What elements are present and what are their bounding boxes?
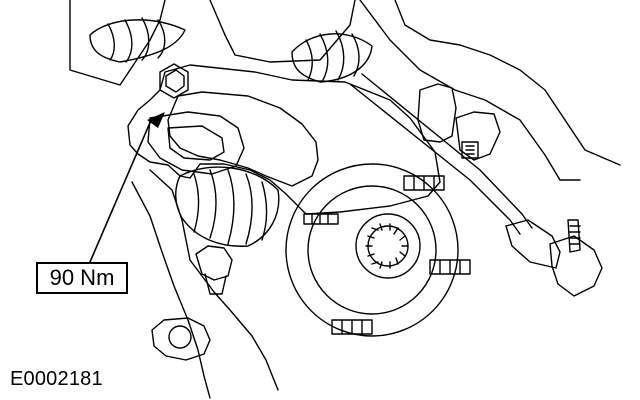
upper-background-component — [69, 0, 166, 86]
wheel-stud-right — [429, 259, 471, 275]
wheel-stud-bottom — [331, 319, 373, 335]
drive-boot-right-ribs — [305, 30, 360, 83]
torque-label: 90 Nm — [49, 265, 115, 290]
lower-bracket — [151, 317, 211, 361]
tie-rod-stud — [567, 219, 581, 253]
torque-bolt — [159, 63, 189, 99]
callout-arrow — [147, 112, 165, 128]
steering-knuckle — [127, 64, 441, 215]
lower-boot — [175, 166, 280, 247]
lower-boot-ribs — [193, 169, 268, 245]
tie-rod-shaft-2 — [361, 73, 533, 229]
lower-suspension-arm-2 — [131, 181, 211, 399]
caliper-bracket — [147, 111, 245, 175]
upper-background-component-2 — [209, 0, 356, 63]
upper-right-bracket — [417, 83, 457, 143]
drive-boot-upper — [89, 19, 186, 63]
torque-callout-box: 90 Nm — [36, 262, 128, 294]
knuckle-inner-contour — [167, 91, 319, 187]
upper-background-component-3 — [359, 0, 581, 181]
wheel-stud-top — [403, 175, 445, 191]
wheel-hub-flange — [307, 185, 437, 315]
wheel-stud-left — [303, 213, 339, 225]
torque-bolt-inner — [165, 69, 185, 93]
tie-rod-end-housing — [505, 219, 561, 269]
upper-background-component-4 — [394, 0, 621, 166]
callout-leader-line — [89, 117, 153, 263]
lower-ball-joint-stud — [204, 273, 227, 295]
drive-boot-upper-ribs — [107, 17, 166, 63]
lower-ball-joint — [195, 245, 233, 281]
wheel-hub-outer — [285, 163, 459, 337]
lower-bracket-hole — [168, 325, 192, 349]
tie-rod-end-ball — [549, 235, 603, 297]
wheel-hub-splines — [365, 223, 409, 269]
upper-right-bolt — [461, 141, 479, 159]
figure-id: E0002181 — [10, 368, 103, 390]
drive-boot-right — [291, 33, 373, 83]
caliper-bracket-detail — [167, 125, 225, 161]
tie-rod-shaft — [349, 83, 521, 235]
wheel-hub-bore — [355, 213, 421, 279]
